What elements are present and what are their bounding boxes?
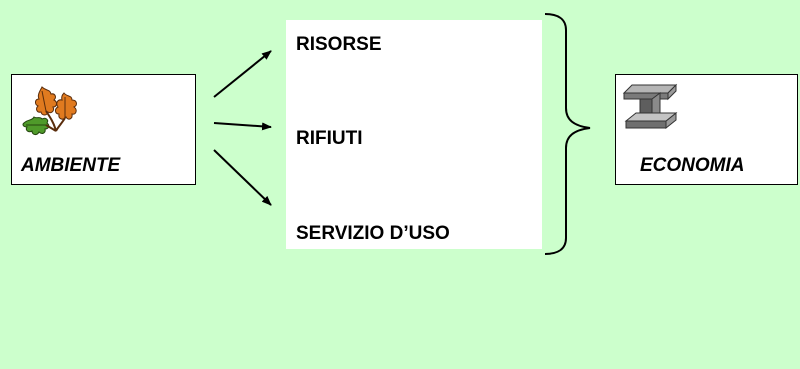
curly-brace xyxy=(544,13,591,255)
oak-leaves-icon xyxy=(22,86,77,135)
arrow-to-risorse xyxy=(213,50,272,98)
flow-item-rifiuti: RIFIUTI xyxy=(296,128,363,149)
economia-box: ECONOMIA xyxy=(615,74,798,185)
steel-i-beam-icon xyxy=(622,83,678,130)
flows-box: RISORSE RIFIUTI SERVIZIO D’USO xyxy=(286,20,542,249)
ambiente-label: AMBIENTE xyxy=(21,155,121,176)
ambiente-box: AMBIENTE xyxy=(11,74,196,185)
arrow-to-servizio-d-uso xyxy=(213,149,272,206)
flow-item-risorse: RISORSE xyxy=(296,34,382,55)
flow-item-servizio-d-uso: SERVIZIO D’USO xyxy=(296,223,450,244)
economia-label: ECONOMIA xyxy=(640,155,745,176)
arrow-to-rifiuti xyxy=(213,122,272,131)
